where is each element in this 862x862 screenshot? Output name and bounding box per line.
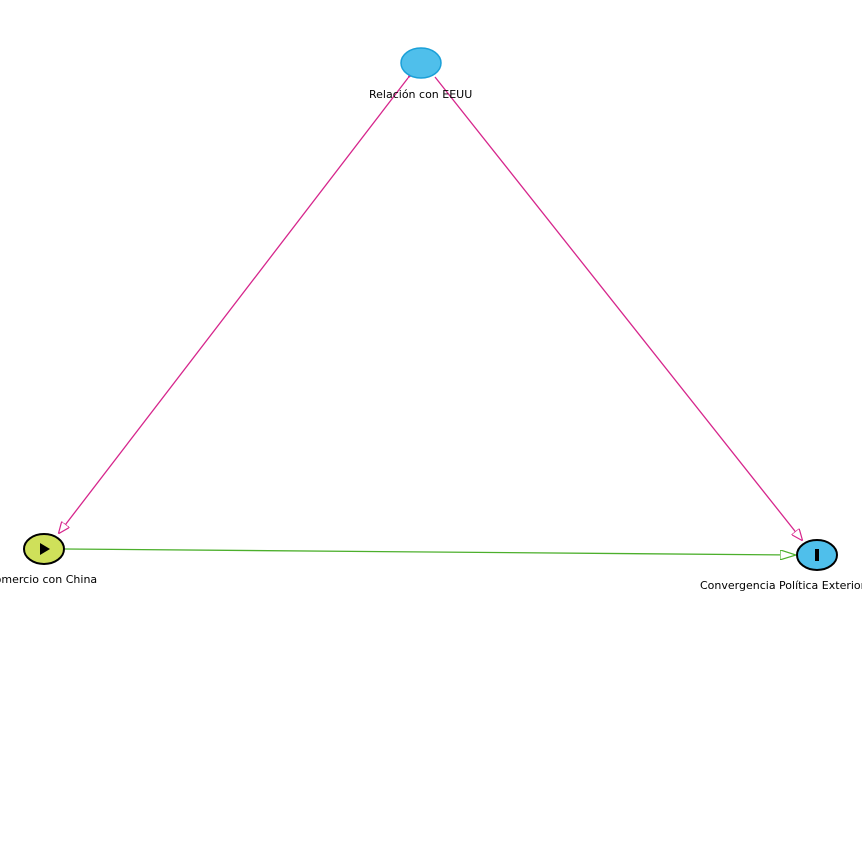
label-comercio: Comercio con China [0, 573, 98, 586]
label-convergencia: Convergencia Política Exterior [700, 579, 862, 592]
outcome-bar-icon [815, 549, 819, 561]
edge-relacion-comercio[interactable] [59, 78, 408, 533]
exposure-play-icon [40, 543, 50, 555]
node-convergencia[interactable] [796, 539, 838, 571]
node-relacion[interactable] [400, 47, 442, 79]
edge-relacion-convergencia[interactable] [434, 76, 802, 540]
node-comercio[interactable] [23, 533, 65, 565]
edge-comercio-convergencia[interactable] [64, 548, 795, 555]
label-relacion: Relación con EEUU [369, 88, 473, 101]
